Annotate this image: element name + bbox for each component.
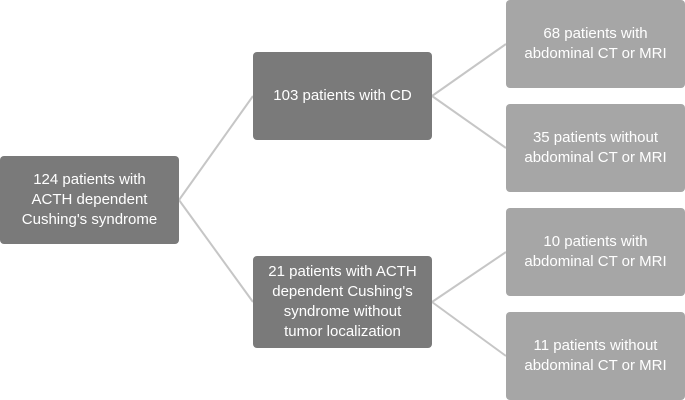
node-cd-label: 103 patients with CD bbox=[273, 87, 412, 104]
connector-root-to-cd bbox=[178, 95, 254, 201]
node-no-localization-without-imaging: 11 patients without abdominal CT or MRI bbox=[506, 312, 685, 400]
connector-cd-to-with bbox=[431, 43, 507, 97]
node-cd-without-imaging: 35 patients without abdominal CT or MRI bbox=[506, 104, 685, 192]
node-no-localization-with-imaging: 10 patients with abdominal CT or MRI bbox=[506, 208, 685, 296]
node-no-localization-label: 21 patients with ACTH dependent Cushing'… bbox=[268, 263, 417, 340]
connector-other-to-without bbox=[431, 301, 507, 357]
node-cd-with-imaging: 68 patients with abdominal CT or MRI bbox=[506, 0, 685, 88]
node-no-localization-patients: 21 patients with ACTH dependent Cushing'… bbox=[253, 256, 432, 348]
node-no-localization-with-imaging-label: 10 patients with abdominal CT or MRI bbox=[524, 233, 667, 270]
node-cd-without-imaging-label: 35 patients without abdominal CT or MRI bbox=[524, 129, 667, 166]
connector-other-to-with bbox=[431, 251, 507, 303]
node-no-localization-without-imaging-label: 11 patients without abdominal CT or MRI bbox=[524, 337, 667, 374]
node-cd-patients: 103 patients with CD bbox=[253, 52, 432, 140]
node-root-label: 124 patients with ACTH dependent Cushing… bbox=[21, 171, 158, 228]
connector-root-to-other bbox=[178, 199, 254, 303]
node-root-total-patients: 124 patients with ACTH dependent Cushing… bbox=[0, 156, 179, 244]
node-cd-with-imaging-label: 68 patients with abdominal CT or MRI bbox=[524, 25, 667, 62]
connector-cd-to-without bbox=[431, 95, 507, 149]
